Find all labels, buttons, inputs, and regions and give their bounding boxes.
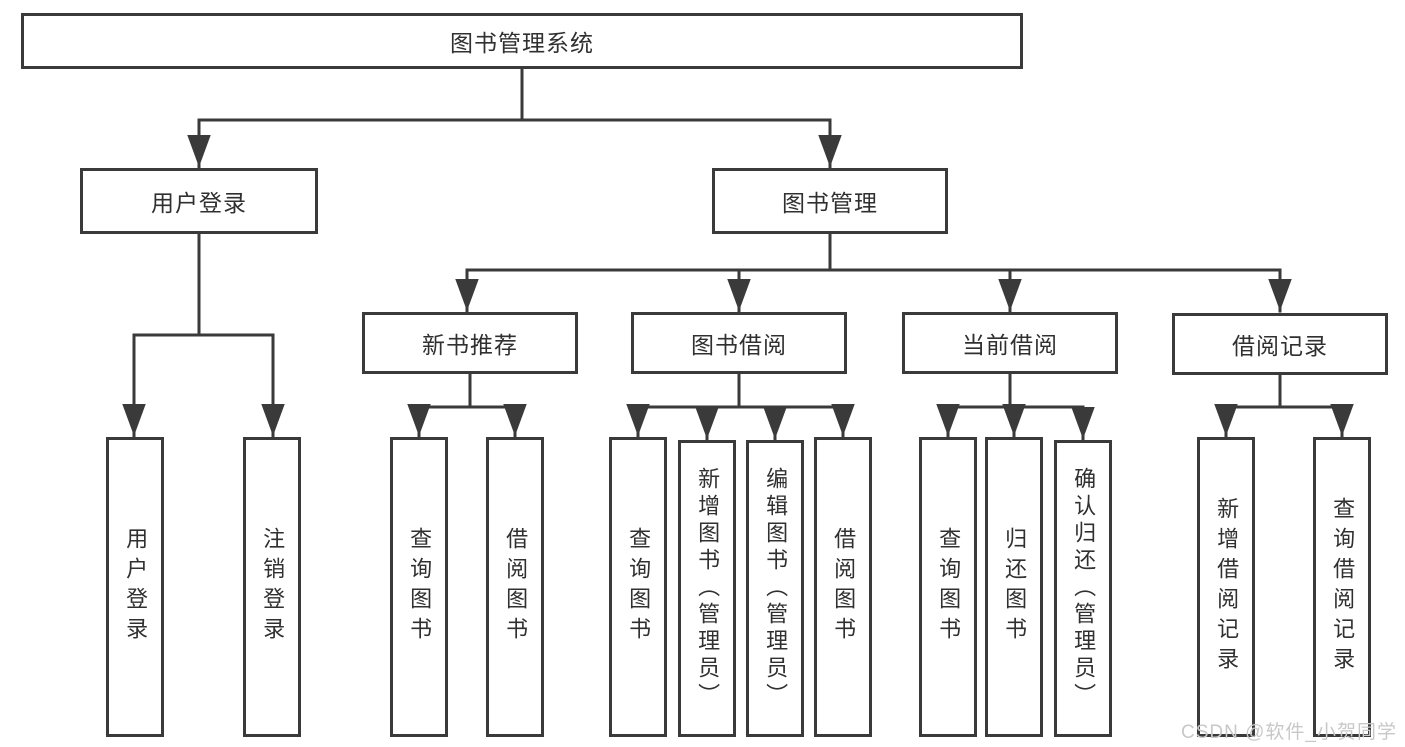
node-label: 新增借阅记录 [1214, 497, 1240, 677]
node-leaf-borrow-books-recommend: 借阅图书 [486, 437, 544, 737]
node-leaf-confirm-return-admin: 确认归还（管理员） [1054, 440, 1112, 737]
node-label: 确认归还（管理员） [1071, 467, 1097, 710]
node-label: 查询图书 [407, 527, 433, 647]
node-leaf-add-books-admin: 新增图书（管理员） [678, 440, 736, 737]
node-label: 新增图书（管理员） [695, 467, 721, 710]
node-label: 图书借阅 [691, 332, 787, 358]
node-label: 图书管理系统 [450, 30, 594, 56]
node-label: 注销登录 [260, 527, 286, 647]
node-borrowing-records: 借阅记录 [1172, 313, 1388, 375]
node-leaf-query-books-recommend: 查询图书 [390, 437, 448, 737]
csdn-watermark: CSDN @软件_小贺同学 [1181, 722, 1397, 743]
node-current-borrowing: 当前借阅 [902, 312, 1118, 374]
node-leaf-query-books-borrowing: 查询图书 [609, 437, 667, 737]
node-label: 用户登录 [123, 527, 149, 647]
node-label: 借阅图书 [831, 527, 857, 647]
node-label: 查询图书 [936, 527, 962, 647]
node-label: 用户登录 [151, 190, 247, 216]
node-leaf-borrow-books-borrowing: 借阅图书 [814, 437, 872, 737]
node-user-login: 用户登录 [80, 168, 318, 234]
node-label: 编辑图书（管理员） [763, 467, 789, 710]
node-leaf-return-books: 归还图书 [985, 437, 1043, 737]
node-book-management: 图书管理 [712, 168, 948, 234]
node-leaf-edit-books-admin: 编辑图书（管理员） [746, 440, 804, 737]
node-leaf-user-login: 用户登录 [106, 437, 164, 737]
node-label: 当前借阅 [962, 332, 1058, 358]
node-leaf-query-borrow-record: 查询借阅记录 [1313, 437, 1371, 737]
node-label: 借阅记录 [1232, 333, 1328, 359]
node-label: 图书管理 [782, 190, 878, 216]
node-label: 查询借阅记录 [1330, 497, 1356, 677]
node-label: 查询图书 [626, 527, 652, 647]
node-new-book-recommend: 新书推荐 [362, 312, 578, 374]
node-label: 新书推荐 [422, 332, 518, 358]
node-root-library-system: 图书管理系统 [21, 13, 1023, 69]
node-leaf-add-borrow-record: 新增借阅记录 [1197, 437, 1255, 737]
node-leaf-query-books-current: 查询图书 [919, 437, 977, 737]
node-leaf-logout: 注销登录 [243, 437, 301, 737]
node-label: 借阅图书 [503, 527, 529, 647]
node-label: 归还图书 [1002, 527, 1028, 647]
node-book-borrowing: 图书借阅 [631, 312, 847, 374]
